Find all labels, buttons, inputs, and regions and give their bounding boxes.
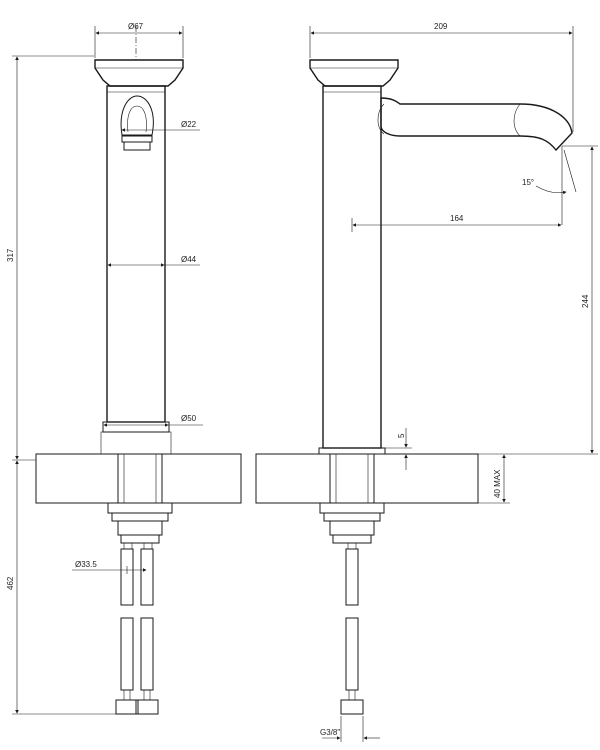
dim-base-offset: 5 xyxy=(397,433,406,438)
dim-total-width: 209 xyxy=(434,22,448,31)
side-view: 209 15° 164 244 5 40 MAX xyxy=(255,22,598,742)
front-base-ring xyxy=(102,421,170,433)
dim-spout-diameter: Ø22 xyxy=(181,120,197,129)
countertop-front xyxy=(35,453,242,504)
dim-spout-reach: 164 xyxy=(450,214,464,223)
dim-hose-spacing: Ø33.5 xyxy=(75,560,97,569)
side-body xyxy=(322,85,382,449)
front-cap xyxy=(94,59,184,87)
dim-body-diameter: Ø44 xyxy=(181,255,197,264)
front-hoses xyxy=(115,548,159,715)
side-dimensions: 209 15° 164 244 5 40 MAX xyxy=(309,22,598,742)
dim-counter-thickness: 40 MAX xyxy=(493,469,502,498)
dim-below-counter: 462 xyxy=(6,576,15,590)
dim-spout-height: 244 xyxy=(581,294,590,308)
countertop-side xyxy=(255,453,479,504)
dim-top-diameter: Ø67 xyxy=(128,22,144,31)
front-view: Ø67 Ø22 Ø44 Ø50 317 462 Ø33.5 xyxy=(6,22,242,715)
side-under-counter xyxy=(319,502,385,715)
dim-total-height: 317 xyxy=(6,248,15,262)
side-spout xyxy=(377,97,573,152)
dim-connection-thread: G3/8" xyxy=(320,728,340,737)
front-spout-outlet xyxy=(120,95,154,151)
front-under-counter xyxy=(107,502,173,550)
front-dimensions: Ø67 Ø22 Ø44 Ø50 317 462 Ø33.5 xyxy=(6,22,203,715)
dim-spout-angle: 15° xyxy=(522,178,534,187)
dim-base-diameter: Ø50 xyxy=(181,414,197,423)
side-cap xyxy=(309,59,399,87)
